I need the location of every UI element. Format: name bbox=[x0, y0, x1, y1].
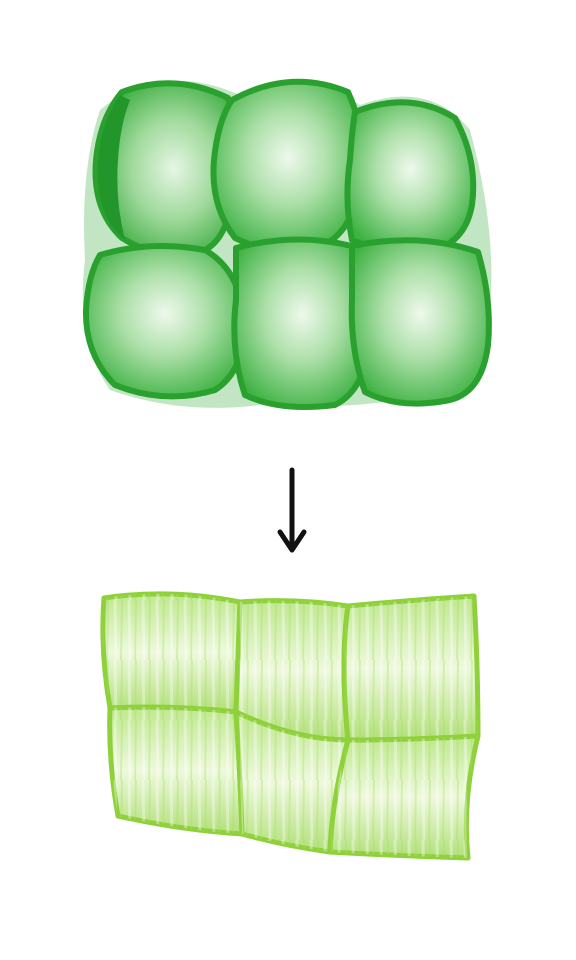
flaccid-cell-3-texture bbox=[344, 596, 478, 740]
flaccid-cell-2-texture bbox=[236, 600, 348, 740]
arrow-down-icon bbox=[277, 467, 307, 553]
flaccid-cell-5-texture bbox=[236, 712, 348, 852]
flaccid-cell-4-texture bbox=[109, 707, 243, 834]
turgid-cell-6 bbox=[348, 237, 492, 407]
flaccid-cell-6-texture bbox=[330, 736, 478, 858]
turgid-cell-group bbox=[82, 78, 492, 411]
turgid-cell-3 bbox=[344, 99, 477, 255]
flaccid-cell-1-texture bbox=[102, 593, 240, 712]
turgid-cell-4 bbox=[82, 243, 248, 400]
flaccid-cell-group bbox=[100, 591, 481, 861]
turgid-cell-1-shadow bbox=[97, 95, 130, 240]
turgid-cell-2 bbox=[210, 78, 366, 254]
